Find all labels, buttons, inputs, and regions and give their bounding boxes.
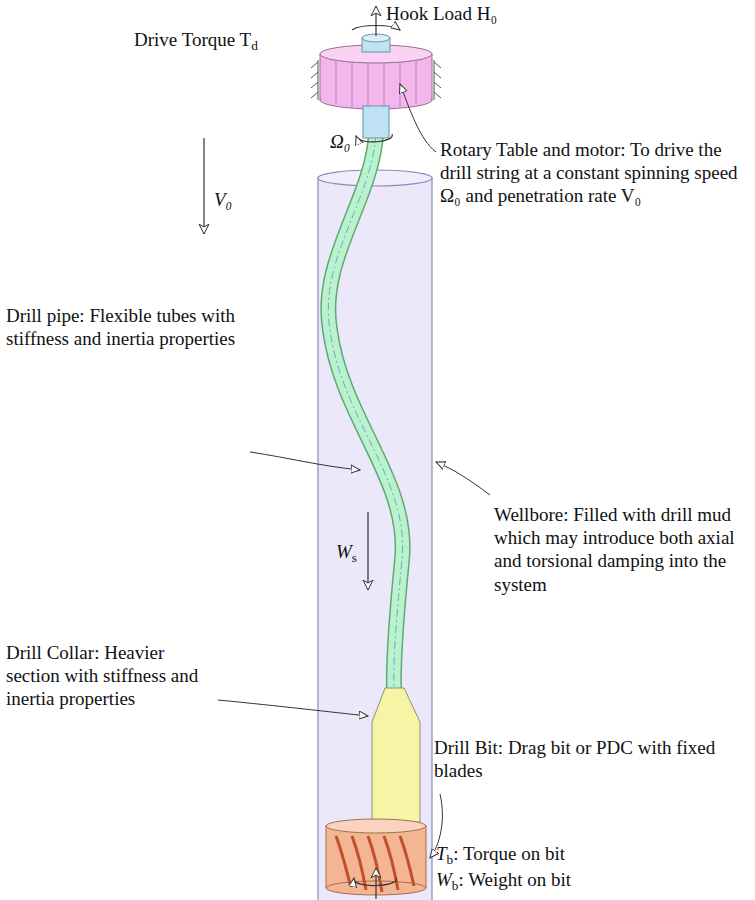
label-text: Wellbore: Filled with drill mud which ma… [494,504,735,595]
part-note: Wellbore: Filled with drill mud which ma… [494,503,750,596]
velocity-label: V₀ [214,188,232,211]
label-text: Ω₀ [330,131,350,152]
speed-label: Ω₀ [330,130,350,153]
force-label: Wb: Weight on bit [436,868,571,894]
weight-on-bit-arrow [375,868,376,899]
subscript: d [251,38,258,53]
subscript: s [352,550,357,565]
label-text: : Weight on bit [458,869,571,890]
bit-blades [336,836,414,892]
label-text: Drive Torque T [134,29,251,50]
label-text: : Torque on bit [453,843,565,864]
penetration-arrow [203,138,204,234]
kelly-shaft [363,106,389,138]
label-text: Rotary Table and motor: To drive the dri… [440,139,738,206]
part-note: Drill Bit: Drag bit or PDC with fixed bl… [434,736,750,782]
hook-load-arrow [375,6,376,36]
drill-collar [372,688,420,822]
force-label: Ws [336,540,357,566]
part-note: Rotary Table and motor: To drive the dri… [440,138,740,208]
drive-torque-arrow [352,26,400,31]
label-text: V₀ [214,189,232,210]
label-text: W [336,541,352,562]
label-text: Drill Collar: Heavier section with stiff… [6,642,198,709]
label-text: T [436,843,447,864]
bit-top [326,819,426,833]
force-label: Tb: Torque on bit [436,842,565,868]
subscript: b [452,878,459,893]
torque-on-bit-arrow [354,878,397,886]
part-note: Drill pipe: Flexible tubes with stiffnes… [6,304,246,350]
rotary-table [311,34,441,109]
weight-arrow [367,512,368,590]
pipe-centerline [328,134,402,692]
label-text: Drill pipe: Flexible tubes with stiffnes… [6,305,235,349]
label-text: W [436,869,452,890]
part-note: Drill Collar: Heavier section with stiff… [6,641,218,711]
drill-pipe-outline [328,134,402,692]
subscript: b [447,852,454,867]
drill-pipe [328,134,402,692]
label-text: Hook Load H₀ [386,3,497,24]
torque-label: Drive Torque Td [134,28,258,54]
spin-arrow [356,134,392,142]
label-text: Drill Bit: Drag bit or PDC with fixed bl… [434,737,715,781]
force-label: Hook Load H₀ [386,2,497,25]
